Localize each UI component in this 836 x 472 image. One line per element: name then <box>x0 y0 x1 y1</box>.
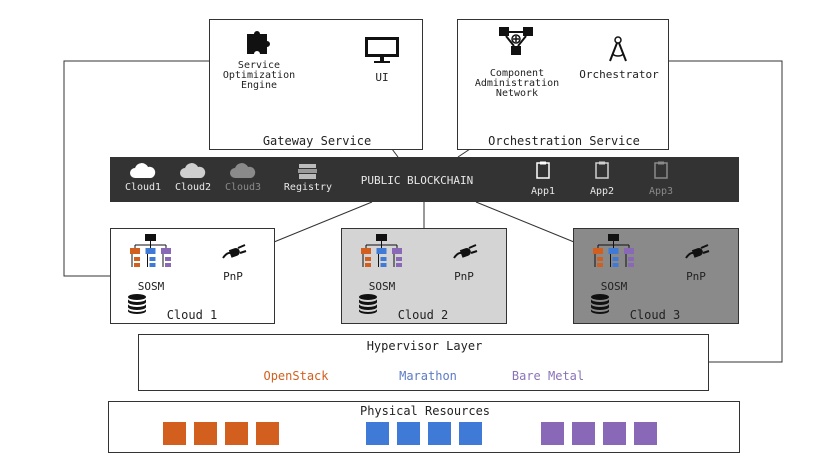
orchestrator-label: Orchestrator <box>579 68 659 81</box>
cloud-name-label: Cloud 3 <box>629 308 681 322</box>
cloud-name-label: Cloud 2 <box>397 308 449 322</box>
service-optimization-engine-label: Service Optimization Engine <box>222 60 296 91</box>
resource-block <box>256 422 279 445</box>
blockchain-cloud3-label: Cloud3 <box>224 182 262 193</box>
org-chart-icon <box>361 234 402 267</box>
resource-block <box>397 422 420 445</box>
physical-resources-title: Physical Resources <box>359 404 491 418</box>
cloud1-icon <box>130 163 156 178</box>
resource-block <box>163 422 186 445</box>
resource-block <box>572 422 595 445</box>
blockchain-cloud1-label: Cloud1 <box>124 182 162 193</box>
registry-books-icon <box>298 164 317 179</box>
resource-block <box>634 422 657 445</box>
plug-icon <box>685 244 710 259</box>
pnp-label: PnP <box>223 270 243 283</box>
resource-block <box>603 422 626 445</box>
cloud3-icon <box>230 163 256 178</box>
app2-clipboard-icon <box>595 161 609 179</box>
public-blockchain-bar: Cloud1 Cloud2 Cloud3 Registry PUBLIC BLO… <box>110 157 739 202</box>
resource-block <box>225 422 248 445</box>
bare-metal-label: Bare Metal <box>511 369 585 383</box>
blockchain-app3-label: App3 <box>648 186 674 197</box>
blockchain-app1-label: App1 <box>530 186 556 197</box>
component-administration-network-label: Component Administration Network <box>474 68 560 99</box>
pnp-label: PnP <box>454 270 474 283</box>
plug-icon <box>222 244 247 259</box>
marathon-label: Marathon <box>399 369 457 383</box>
org-chart-icon <box>593 234 634 267</box>
puzzle-icon <box>247 31 270 54</box>
cloud1-box: SOSM PnP Cloud 1 <box>110 228 275 324</box>
pnp-label: PnP <box>686 270 706 283</box>
line-orch-chain <box>457 148 471 158</box>
sosm-label: SOSM <box>368 280 396 293</box>
resource-block <box>541 422 564 445</box>
line-chain-cloud3 <box>475 201 575 243</box>
blockchain-registry-label: Registry <box>283 182 333 193</box>
resource-block <box>366 422 389 445</box>
gateway-service-title: Gateway Service <box>262 134 372 148</box>
app3-clipboard-icon <box>654 161 668 179</box>
cloud2-icon <box>180 163 206 178</box>
sosm-label: SOSM <box>137 280 165 293</box>
cloud3-box: SOSM PnP Cloud 3 <box>573 228 739 324</box>
network-nodes-icon <box>499 27 533 55</box>
hypervisor-layer-box: Hypervisor Layer OpenStack Marathon Bare… <box>138 334 709 391</box>
app1-clipboard-icon <box>536 161 550 179</box>
public-blockchain-title: PUBLIC BLOCKCHAIN <box>360 174 474 187</box>
line-orch-hypervisor <box>633 60 783 363</box>
resource-block <box>428 422 451 445</box>
ui-label: UI <box>375 71 389 84</box>
line-gateway-chain <box>391 148 399 158</box>
resource-block <box>459 422 482 445</box>
resource-block <box>194 422 217 445</box>
openstack-label: OpenStack <box>263 369 329 383</box>
hypervisor-layer-title: Hypervisor Layer <box>366 339 483 353</box>
orchestration-service-box: Component Administration Network Orchest… <box>457 19 669 150</box>
database-icon <box>128 294 146 314</box>
database-icon <box>591 294 609 314</box>
compass-icon <box>609 36 627 62</box>
plug-icon <box>453 244 478 259</box>
line-chain-cloud1 <box>273 201 373 243</box>
physical-resources-box: Physical Resources <box>108 401 740 453</box>
blockchain-cloud2-label: Cloud2 <box>174 182 212 193</box>
database-icon <box>359 294 377 314</box>
org-chart-icon <box>130 234 171 267</box>
blockchain-app2-label: App2 <box>589 186 615 197</box>
orchestration-service-title: Orchestration Service <box>488 134 640 148</box>
cloud2-box: SOSM PnP Cloud 2 <box>341 228 507 324</box>
line-gateway-cloud1 <box>63 60 209 277</box>
monitor-icon <box>365 37 399 63</box>
cloud-name-label: Cloud 1 <box>166 308 218 322</box>
sosm-label: SOSM <box>600 280 628 293</box>
gateway-service-box: Service Optimization Engine UI Gateway S… <box>209 19 423 150</box>
